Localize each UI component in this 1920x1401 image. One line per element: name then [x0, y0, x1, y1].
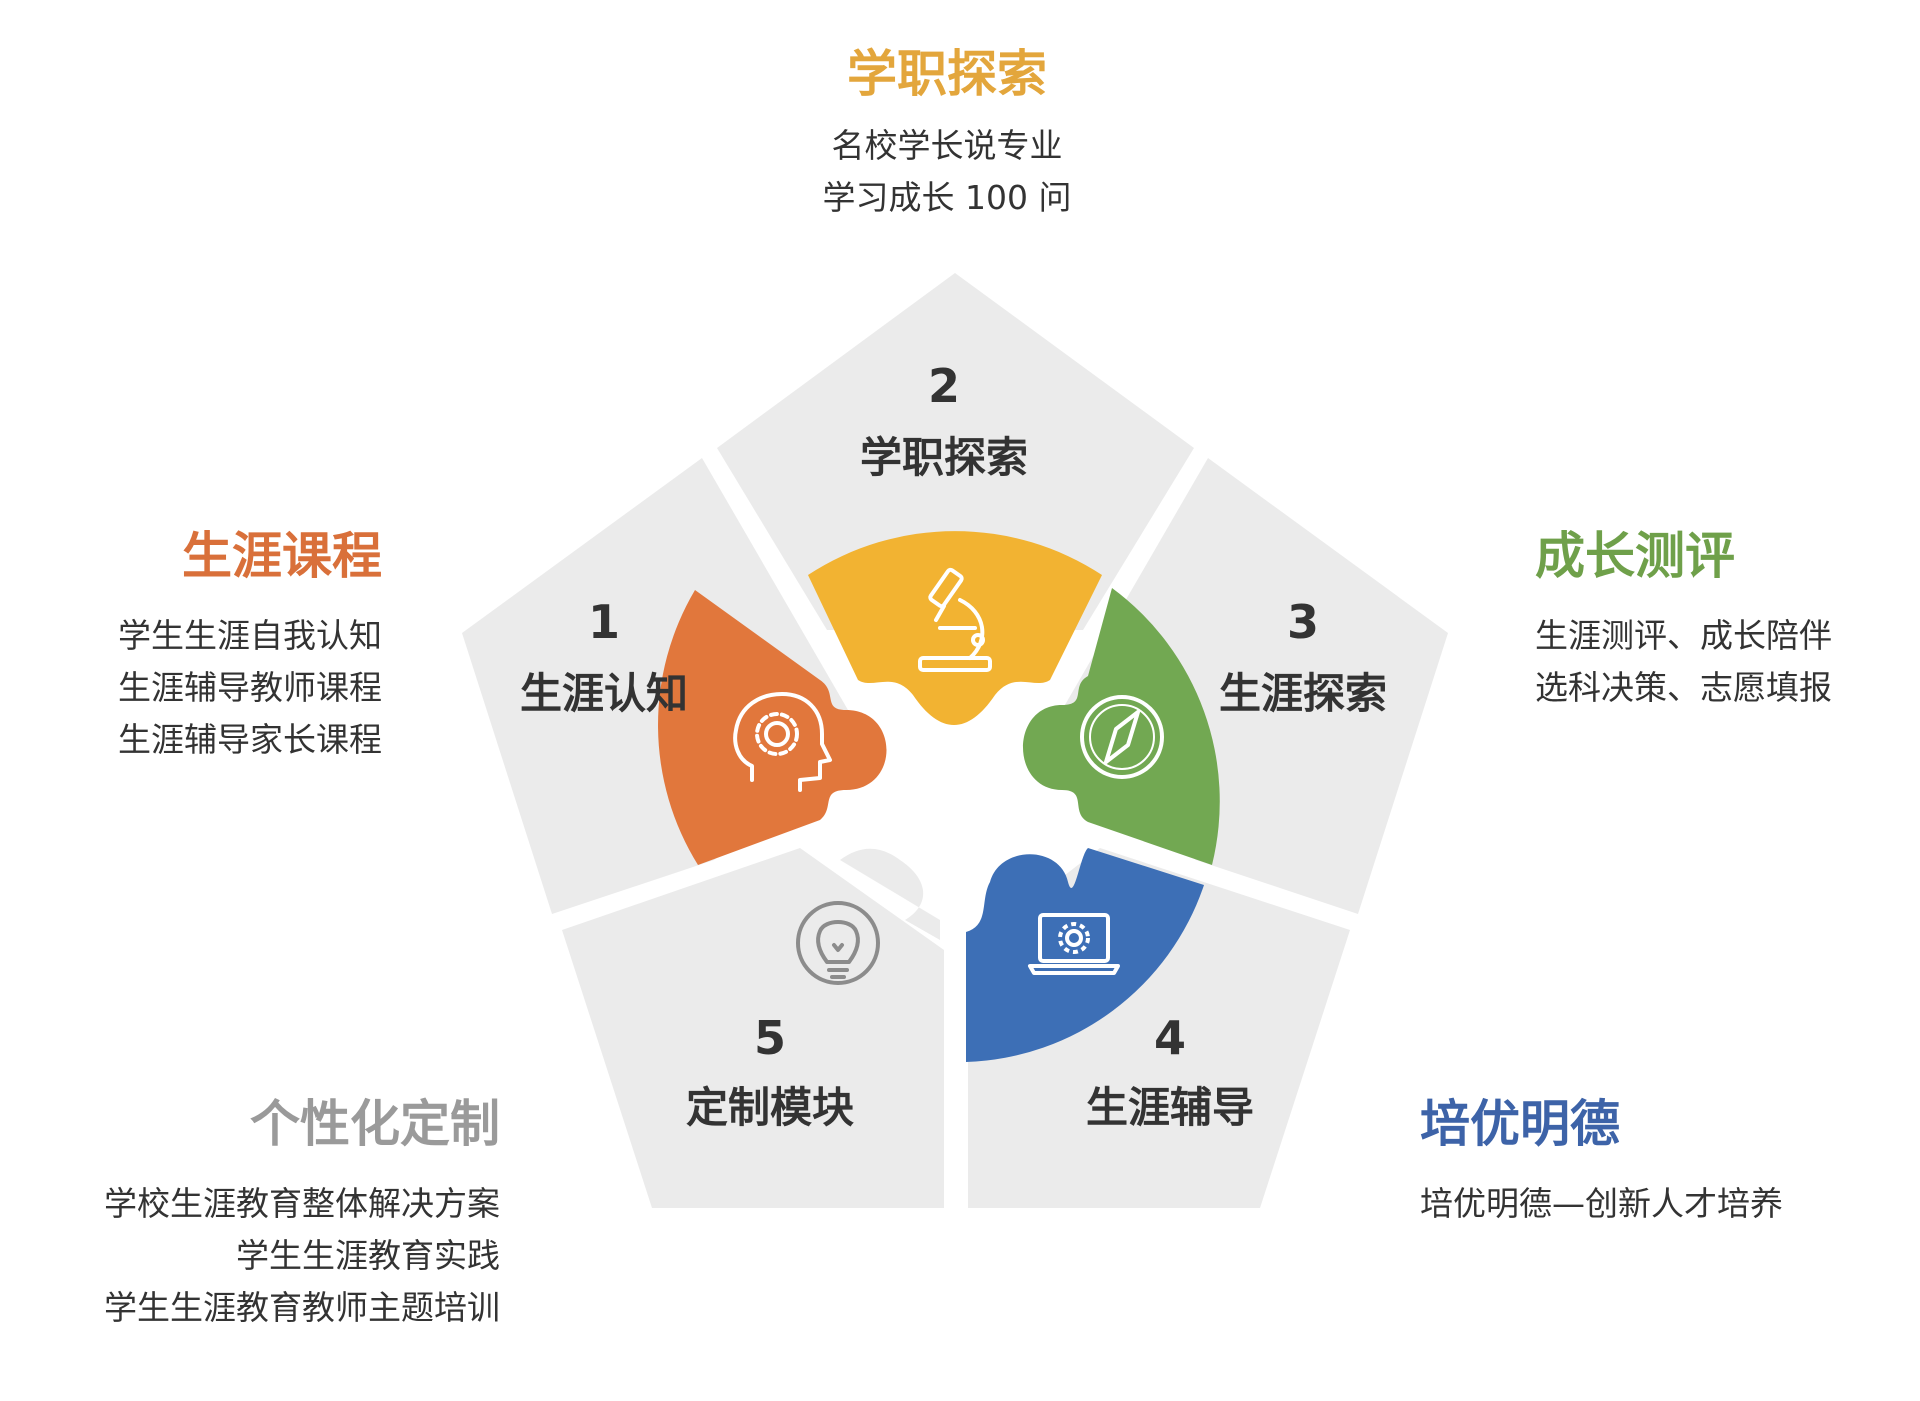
segment-2-label: 学职探索: [860, 433, 1028, 482]
segment-5-piece: [840, 848, 940, 940]
laptop-gear-icon: [1028, 913, 1120, 975]
side-top-line: 名校学长说专业: [831, 126, 1063, 165]
segment-2-number: 2: [928, 359, 960, 413]
brain-gear-icon: [733, 692, 832, 792]
segment-1-piece: [658, 590, 887, 865]
side-left-title: 生涯课程: [182, 527, 382, 585]
lightbulb-icon: [796, 901, 880, 985]
segment-5-number: 5: [754, 1011, 786, 1065]
side-bottom-right-title: 培优明德: [1420, 1095, 1620, 1153]
segment-1-number: 1: [588, 595, 620, 649]
segment-5-label: 定制模块: [686, 1083, 854, 1132]
segment-2-background: [717, 273, 1194, 630]
side-bottom-left-line: 学生生涯教育教师主题培训: [104, 1288, 500, 1327]
side-right-line: 生涯测评、成长陪伴: [1535, 616, 1832, 655]
side-right-title: 成长测评: [1535, 527, 1735, 585]
side-left-line: 生涯辅导教师课程: [118, 668, 382, 707]
side-top-title: 学职探索: [847, 45, 1047, 103]
side-bottom-left-line: 学校生涯教育整体解决方案: [104, 1184, 500, 1223]
side-left: 生涯课程 学生生涯自我认知 生涯辅导教师课程 生涯辅导家长课程: [118, 524, 382, 766]
segment-3-number: 3: [1287, 595, 1319, 649]
segment-5-background: [562, 848, 944, 1208]
side-bottom-left-line: 学生生涯教育实践: [236, 1236, 500, 1275]
segment-1-label: 生涯认知: [520, 669, 688, 718]
side-bottom-right: 培优明德 培优明德—创新人才培养: [1420, 1092, 1783, 1230]
microscope-icon: [918, 567, 992, 672]
segment-4-label: 生涯辅导: [1086, 1083, 1254, 1132]
segment-4-number: 4: [1154, 1011, 1186, 1065]
side-bottom-left-title: 个性化定制: [250, 1095, 500, 1153]
side-right-line: 选科决策、志愿填报: [1535, 668, 1832, 707]
compass-icon: [1080, 695, 1164, 779]
side-top-line: 学习成长 100 问: [822, 178, 1072, 217]
side-bottom-left: 个性化定制 学校生涯教育整体解决方案 学生生涯教育实践 学生生涯教育教师主题培训: [104, 1092, 500, 1334]
side-bottom-right-line: 培优明德—创新人才培养: [1420, 1184, 1783, 1223]
side-top: 学职探索 名校学长说专业 学习成长 100 问: [0, 42, 1894, 224]
segment-3-label: 生涯探索: [1219, 669, 1387, 718]
side-left-line: 生涯辅导家长课程: [118, 720, 382, 759]
side-left-line: 学生生涯自我认知: [118, 616, 382, 655]
side-right: 成长测评 生涯测评、成长陪伴 选科决策、志愿填报: [1535, 524, 1832, 714]
segment-4-piece: [966, 848, 1204, 1062]
